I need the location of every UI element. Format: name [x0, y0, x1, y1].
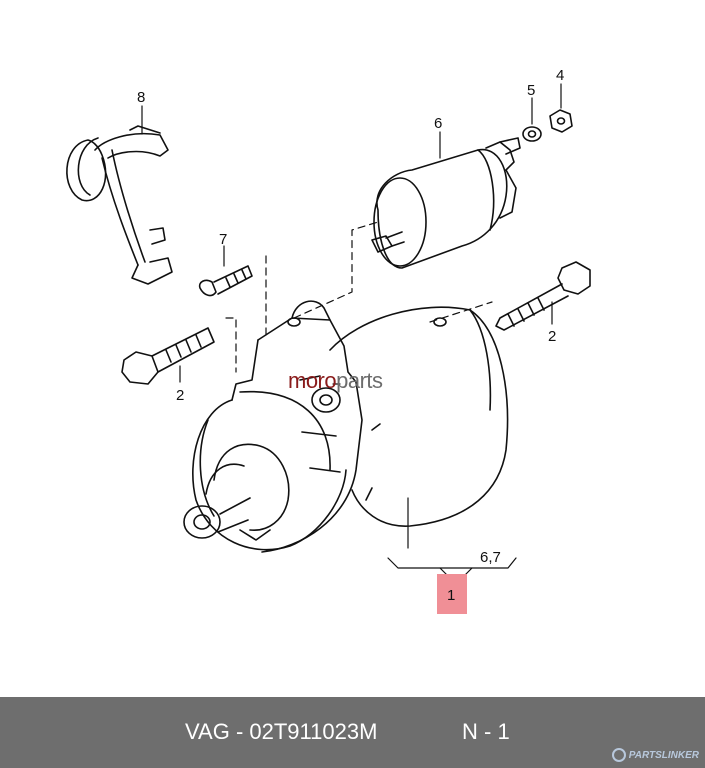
callout-7: 7: [219, 231, 227, 248]
callout-8: 8: [137, 89, 145, 106]
part-6-solenoid: [371, 137, 521, 269]
callout-4: 4: [556, 67, 564, 84]
partslinker-logo: PARTSLINKER: [611, 748, 699, 762]
position-label: N - 1: [462, 719, 510, 744]
watermark-part1: moro: [288, 368, 337, 393]
callout-1: 1: [447, 587, 455, 604]
part-4-nut: [549, 109, 573, 133]
part-2-bolt-left: [121, 327, 215, 385]
callout-5: 5: [527, 82, 535, 99]
partslinker-logo-icon: [611, 748, 626, 762]
part-2-bolt-right: [495, 261, 591, 331]
watermark-part2: parts: [336, 368, 383, 393]
part-code-label: VAG - 02T911023M: [185, 719, 378, 744]
part-1-starter-motor: [183, 300, 509, 553]
watermark-logo: moroparts: [288, 368, 383, 394]
callout-6: 6: [434, 115, 442, 132]
callout-bracket: [387, 497, 517, 585]
starter-motor-exploded-view: 8 7 2 2 6 5 4 6,7 1: [66, 67, 591, 614]
partslinker-logo-text: PARTSLINKER: [628, 749, 699, 761]
callout-2-right: 2: [548, 328, 556, 345]
footer-bar: VAG - 02T911023M N - 1 PARTSLINKER: [0, 697, 705, 768]
assembly-guides: [225, 221, 493, 385]
part-8-bracket: [66, 125, 173, 285]
parts-diagram: 8 7 2 2 6 5 4 6,7 1 moroparts: [66, 67, 591, 614]
callout-2-left: 2: [176, 387, 184, 404]
callout-6-7: 6,7: [480, 549, 501, 566]
part-7-screw: [198, 265, 253, 297]
part-1-highlight: [437, 574, 467, 614]
part-5-washer: [522, 126, 542, 142]
